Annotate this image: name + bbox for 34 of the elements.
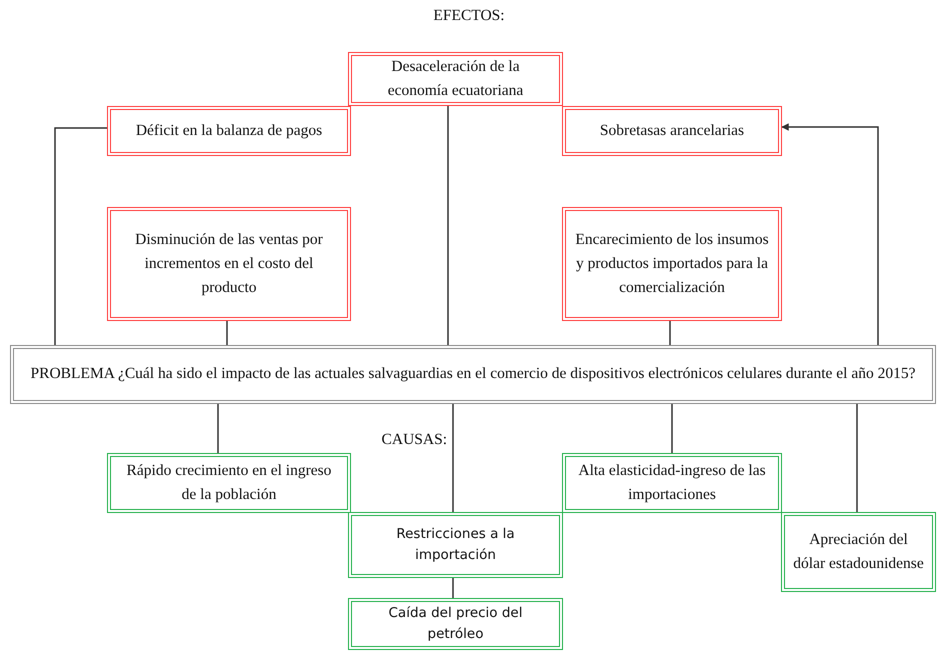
box-text: Desaceleración de la economía ecuatoriana (386, 56, 524, 101)
connector-line (226, 321, 228, 345)
connector-line (447, 106, 449, 345)
connector-line (217, 404, 219, 453)
effect-box (562, 207, 782, 321)
effect-box (562, 106, 782, 156)
connector-line (54, 127, 107, 345)
section-heading: CAUSAS: (382, 431, 447, 449)
problem-box (10, 345, 936, 404)
box-text: Apreciación del dólar estadounidense (793, 530, 924, 574)
cause-box (107, 453, 351, 513)
box-text: Sobretasas arancelarias (600, 120, 744, 141)
box-text: PROBLEMA ¿Cuál ha sido el impacto de las actuales salvaguardias en el comercio de dispositivos electrónicos celulares durante el año 2015? (30, 364, 916, 384)
box-text: Déficit en la balanza de pagos (136, 120, 322, 141)
connector-line (452, 578, 454, 598)
box-text: Alta elasticidad-ingreso de las importaciones (577, 460, 767, 505)
cause-box (348, 598, 563, 650)
connector-line (781, 123, 879, 345)
box-text: Rápido crecimiento en el ingreso de la población (126, 460, 332, 505)
box-text: Disminución de las ventas por incrementos en el costo del producto (134, 230, 324, 298)
cause-box (348, 512, 563, 578)
connector-line (669, 321, 671, 345)
cause-box (562, 453, 782, 513)
connector-line (856, 404, 858, 512)
box-text: Encarecimiento de los insumos y productos importados para la comercialización (574, 230, 770, 298)
effect-box (107, 207, 351, 321)
box-text: Restricciones a la importación (395, 525, 516, 565)
connector-line (671, 404, 673, 453)
effect-box (107, 106, 351, 156)
section-heading: EFECTOS: (433, 7, 505, 25)
box-text: Caída del precio del petróleo (388, 604, 524, 644)
cause-box (781, 512, 936, 592)
connector-line (452, 404, 454, 512)
effect-box (348, 52, 563, 106)
